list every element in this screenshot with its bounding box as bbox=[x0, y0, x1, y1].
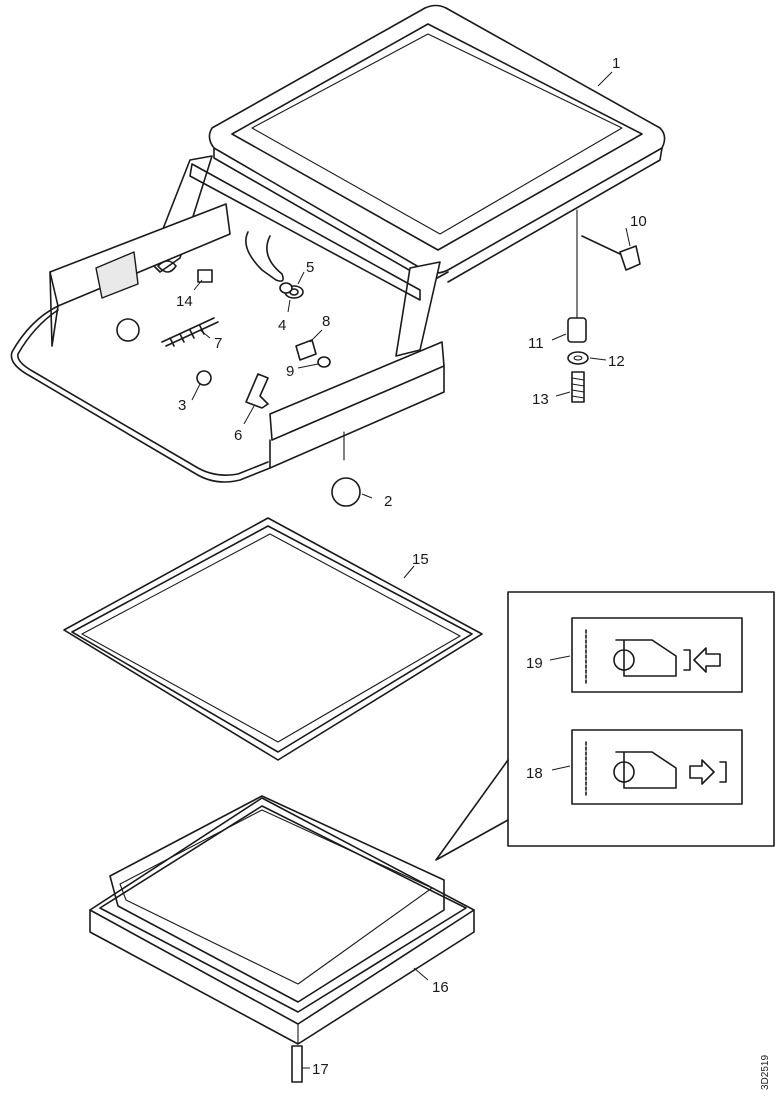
hardware bbox=[161, 209, 641, 507]
callout-11: 11 bbox=[528, 335, 544, 352]
callout-2: 2 bbox=[384, 493, 392, 510]
callout-7: 7 bbox=[214, 335, 222, 352]
callout-18: 18 bbox=[526, 765, 543, 782]
callout-16: 16 bbox=[432, 979, 449, 996]
callout-labels: 1 2 3 4 5 6 7 8 9 10 11 12 13 14 15 16 1… bbox=[176, 55, 647, 1078]
callout-10: 10 bbox=[630, 213, 647, 230]
seal-ring bbox=[63, 517, 483, 761]
callout-5: 5 bbox=[306, 259, 314, 276]
callout-12: 12 bbox=[608, 353, 625, 370]
callout-9: 9 bbox=[286, 363, 294, 380]
inner-frame bbox=[89, 795, 475, 1083]
decal-open bbox=[571, 729, 743, 805]
callout-6: 6 bbox=[234, 427, 242, 444]
detail-inset bbox=[435, 591, 775, 861]
drawing-reference-code: 3D2519 bbox=[760, 1055, 771, 1090]
callout-19: 19 bbox=[526, 655, 543, 672]
callout-17: 17 bbox=[312, 1061, 329, 1078]
decal-close bbox=[571, 617, 743, 693]
leader-lines bbox=[191, 71, 631, 1069]
callout-8: 8 bbox=[322, 313, 330, 330]
hatch-lid bbox=[208, 4, 666, 283]
frame-base bbox=[10, 203, 445, 483]
callout-4: 4 bbox=[278, 317, 286, 334]
callout-3: 3 bbox=[178, 397, 186, 414]
callout-13: 13 bbox=[532, 391, 549, 408]
callout-15: 15 bbox=[412, 551, 429, 568]
callout-14: 14 bbox=[176, 293, 193, 310]
callout-1: 1 bbox=[612, 55, 620, 72]
